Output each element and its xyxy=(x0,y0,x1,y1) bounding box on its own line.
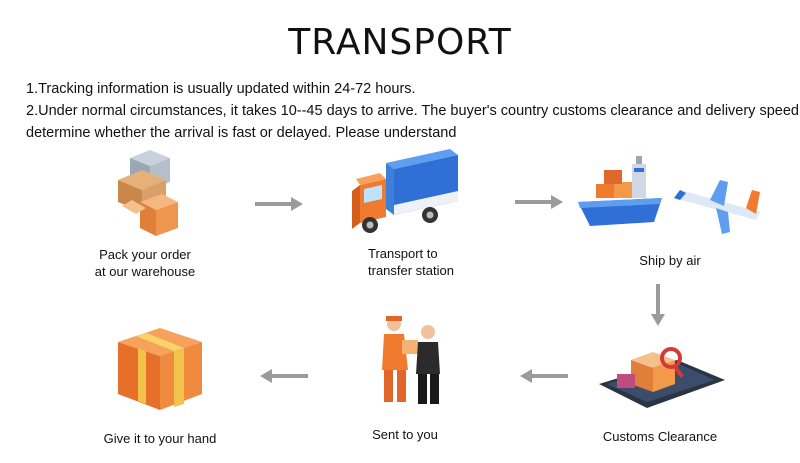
step-sent-caption: Sent to you xyxy=(372,427,438,442)
gift-box-icon xyxy=(118,328,202,410)
step-air: Ship by air xyxy=(570,150,770,269)
step-hand-caption: Give it to your hand xyxy=(103,431,217,446)
arrow-down-icon xyxy=(651,284,665,326)
arrow-right-icon xyxy=(515,195,563,209)
truck-icon xyxy=(352,149,458,233)
step-customs-caption: Customs Clearance xyxy=(602,429,718,444)
step-pack: Pack your order at our warehouse xyxy=(70,150,220,280)
note-line-3: determine whether the arrival is fast or… xyxy=(26,125,457,141)
courier-icon xyxy=(382,316,440,404)
arrow-left-icon xyxy=(260,369,308,383)
arrow-left-icon xyxy=(520,369,568,383)
step-sent: Sent to you xyxy=(350,312,460,443)
page-title: TRANSPORT xyxy=(288,22,512,63)
boxes-icon xyxy=(118,150,178,236)
step-hand: Give it to your hand xyxy=(80,324,240,447)
arrow-right-icon xyxy=(255,197,303,211)
shipping-notes: 1.Tracking information is usually update… xyxy=(26,78,799,144)
step-truck-caption: Transport to transfer station xyxy=(368,246,454,278)
step-pack-caption: Pack your order at our warehouse xyxy=(94,247,196,279)
step-air-caption: Ship by air xyxy=(639,253,701,268)
step-customs: Customs Clearance xyxy=(585,330,735,445)
note-line-2: 2.Under normal circumstances, it takes 1… xyxy=(26,103,799,119)
customs-icon xyxy=(599,347,725,408)
ship-plane-icon xyxy=(578,156,760,234)
note-line-1: 1.Tracking information is usually update… xyxy=(26,81,416,97)
step-truck: Transport to transfer station xyxy=(330,145,470,279)
